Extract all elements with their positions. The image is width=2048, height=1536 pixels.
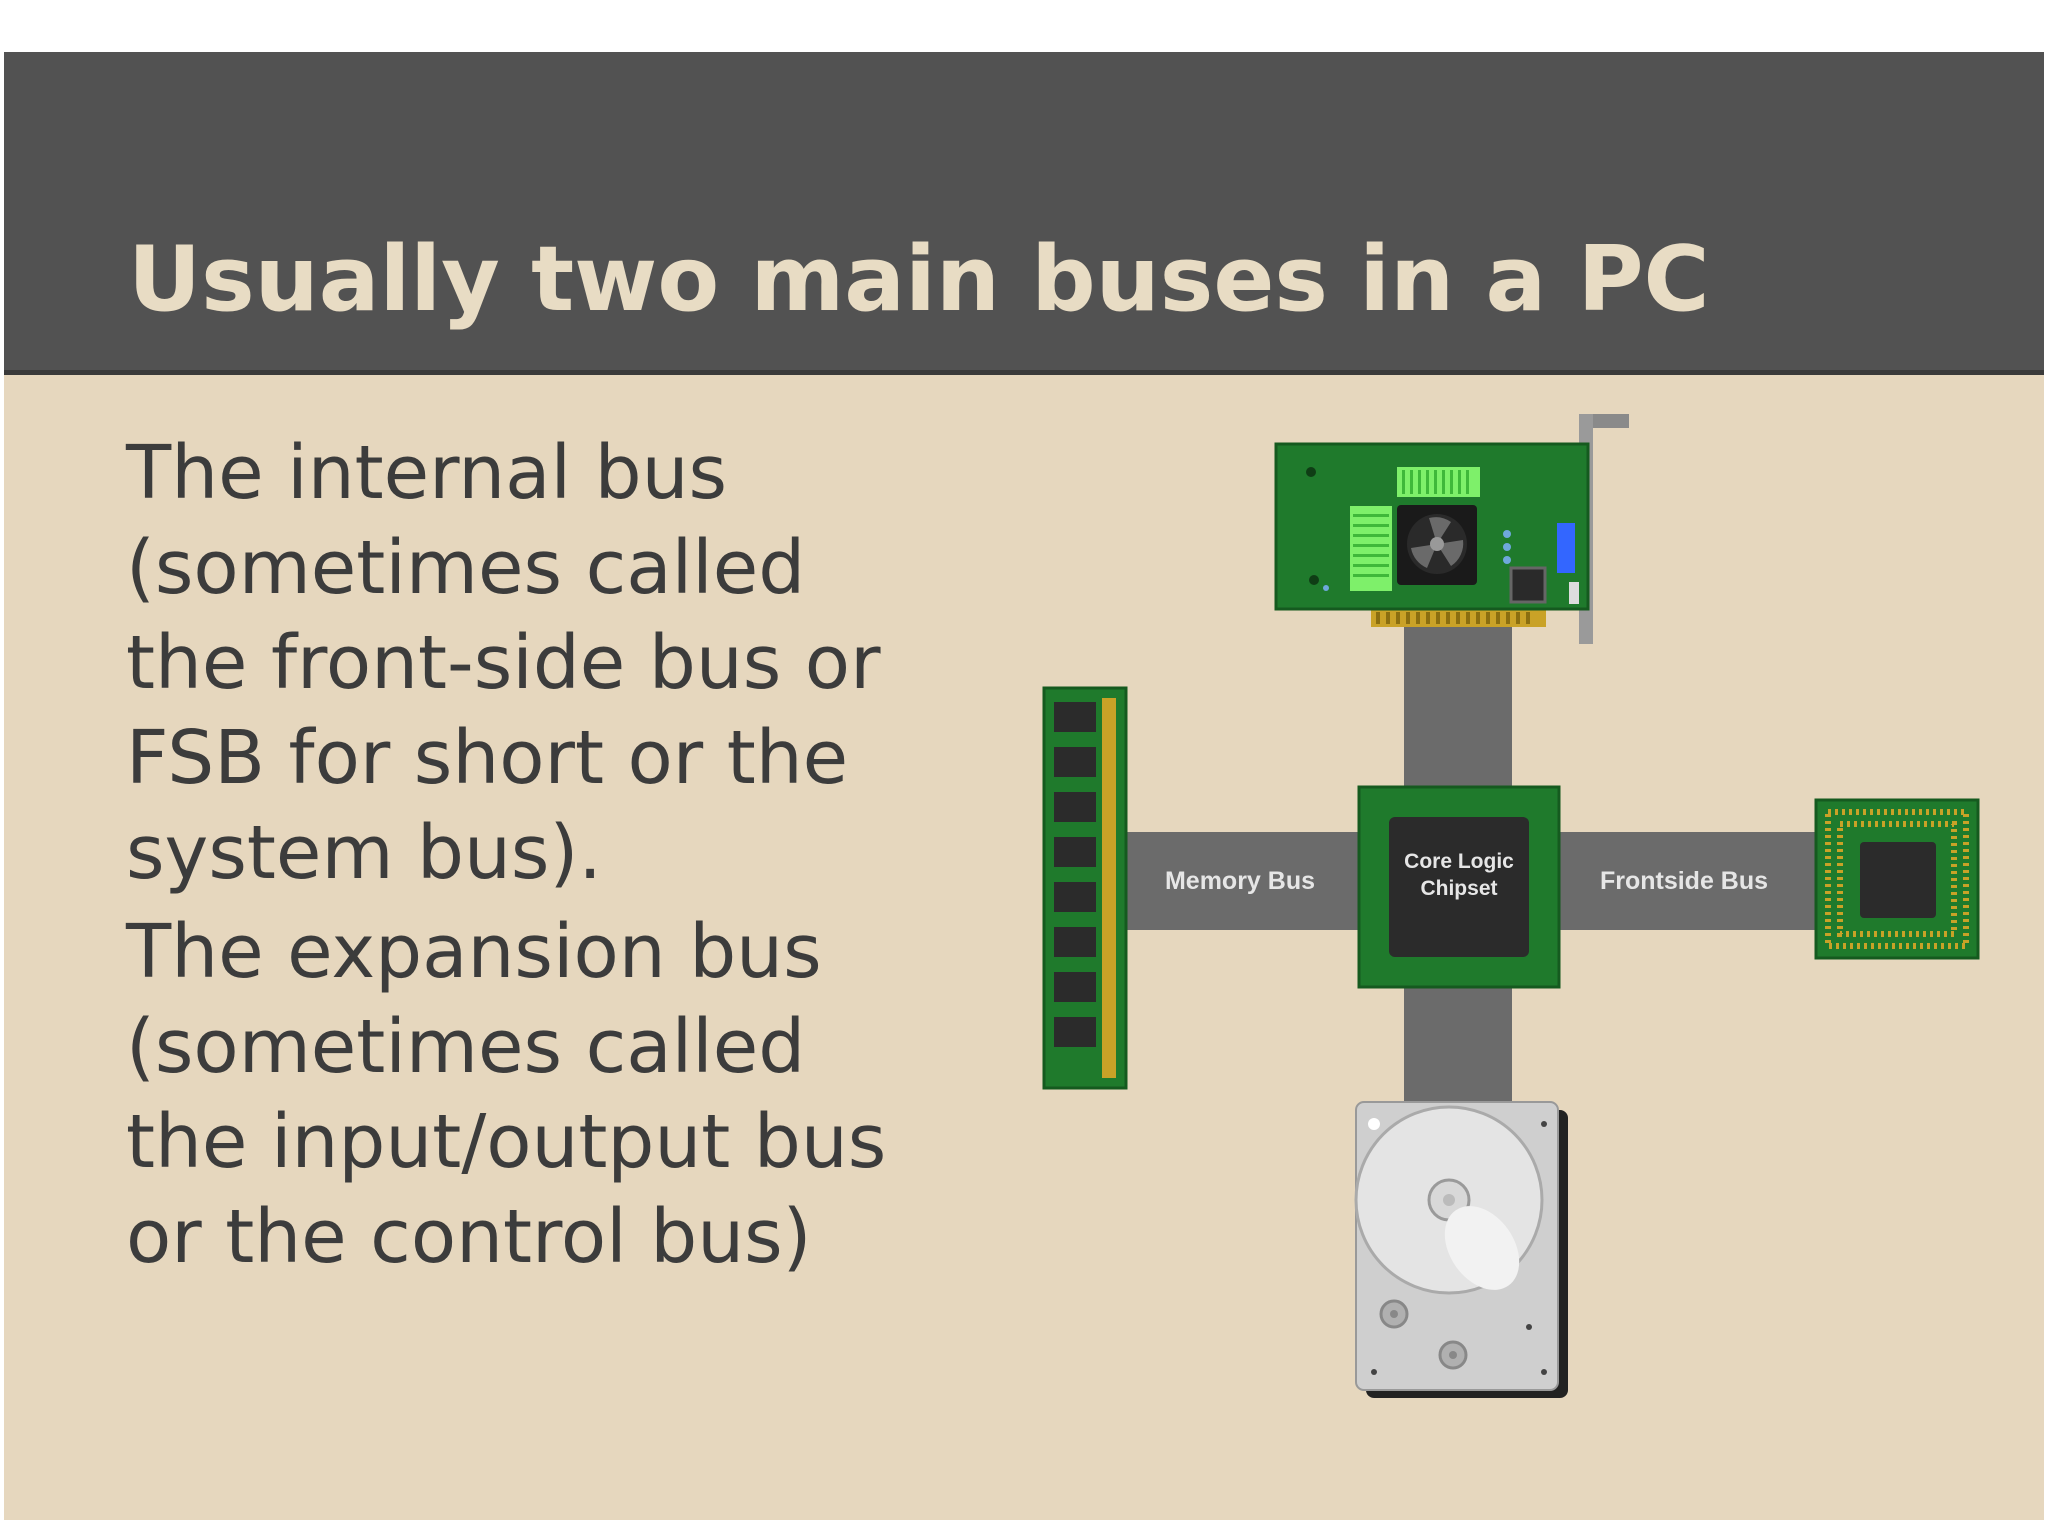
memory-bus-label: Memory Bus xyxy=(1165,867,1315,895)
slide: Usually two main buses in a PC The inter… xyxy=(4,52,2044,1520)
text-line: The internal bus xyxy=(126,430,728,516)
text-line: (sometimes called xyxy=(126,525,806,611)
text-line: the front-side bus or xyxy=(126,620,881,706)
body-text: The internal bus (sometimes called the f… xyxy=(126,426,1006,1285)
text-line: FSB for short or the xyxy=(126,715,849,801)
bus-vertical-top xyxy=(1404,622,1512,797)
fan-blades-icon xyxy=(1407,514,1467,574)
text-line: (sometimes called xyxy=(126,1004,806,1090)
text-line: the input/output bus xyxy=(126,1099,887,1185)
hard-drive xyxy=(1354,1101,1568,1398)
bus-diagram: Memory Bus Frontside Bus xyxy=(1042,414,1980,1398)
expansion-card xyxy=(1274,414,1629,644)
bus-vertical-bottom xyxy=(1404,977,1512,1112)
core-logic-chipset: Core Logic Chipset xyxy=(1357,785,1561,989)
memory-bus xyxy=(1119,832,1364,930)
memory-module xyxy=(1042,686,1128,1090)
text-line: The expansion bus xyxy=(126,909,822,995)
paragraph-internal-bus: The internal bus (sometimes called the f… xyxy=(126,426,1006,901)
cpu xyxy=(1814,798,1980,960)
slide-title: Usually two main buses in a PC xyxy=(128,227,1710,332)
paragraph-expansion-bus: The expansion bus (sometimes called the … xyxy=(126,905,1006,1285)
slide-header: Usually two main buses in a PC xyxy=(4,52,2044,375)
frontside-bus-label: Frontside Bus xyxy=(1600,867,1768,895)
chipset-label-line1: Core Logic xyxy=(1404,850,1514,873)
text-line: system bus). xyxy=(126,810,602,896)
text-line: or the control bus) xyxy=(126,1194,812,1280)
frontside-bus xyxy=(1554,832,1819,930)
chipset-label-line2: Chipset xyxy=(1420,877,1497,900)
